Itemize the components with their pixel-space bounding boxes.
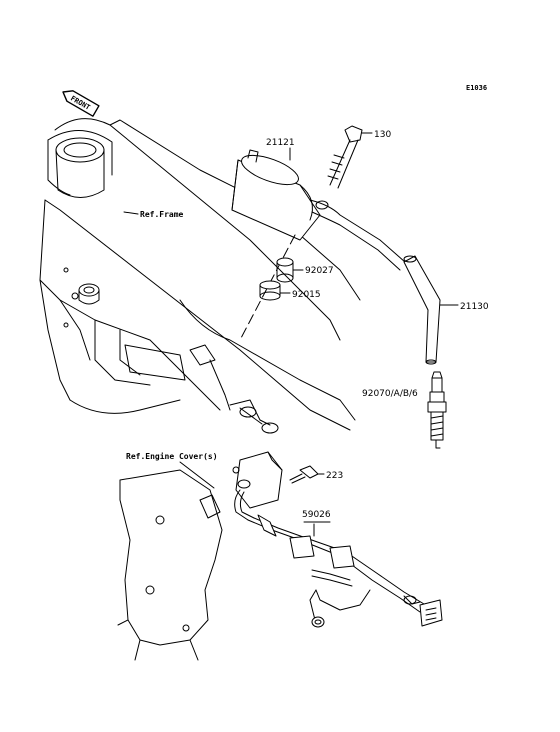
frame-main-tube bbox=[39, 118, 361, 431]
front-arrow-icon: FRONT bbox=[62, 90, 100, 117]
frame-mount-bolt bbox=[63, 267, 100, 328]
multipin-connector bbox=[419, 599, 443, 627]
coil-mount-bolt bbox=[327, 125, 373, 189]
pickup-coil bbox=[232, 451, 283, 521]
ref-engine-cover-label: Ref.Engine Cover(s) bbox=[126, 451, 218, 461]
ref-frame-leader bbox=[123, 211, 139, 215]
terminal-connector bbox=[309, 589, 325, 628]
bolt-223 bbox=[289, 465, 325, 484]
part-92027-label: 92027 bbox=[305, 266, 334, 276]
frame-head-tube bbox=[47, 130, 113, 198]
part-21121-label: 21121 bbox=[266, 138, 295, 148]
part-223-label: 223 bbox=[326, 471, 343, 481]
coil-center-line bbox=[239, 234, 296, 341]
ref-engine-cover-leader bbox=[179, 461, 215, 489]
part-59026-label: 59026 bbox=[302, 510, 331, 520]
spark-plug bbox=[427, 371, 447, 449]
ignition-coil bbox=[231, 149, 406, 271]
engine-cover bbox=[117, 469, 223, 661]
grommet-59026 bbox=[289, 521, 355, 569]
part-92070-label: 92070/A/B/6 bbox=[362, 389, 418, 399]
part-21130-label: 21130 bbox=[460, 302, 489, 312]
part-130-label: 130 bbox=[374, 130, 391, 140]
grommet-92015 bbox=[259, 280, 291, 301]
ref-frame-label: Ref.Frame bbox=[140, 210, 184, 219]
collar-92027 bbox=[276, 257, 304, 283]
spark-plug-cap bbox=[403, 255, 459, 365]
frame-bracket bbox=[124, 344, 279, 434]
part-92015-label: 92015 bbox=[292, 290, 321, 300]
diagram-code: E1036 bbox=[466, 84, 487, 92]
